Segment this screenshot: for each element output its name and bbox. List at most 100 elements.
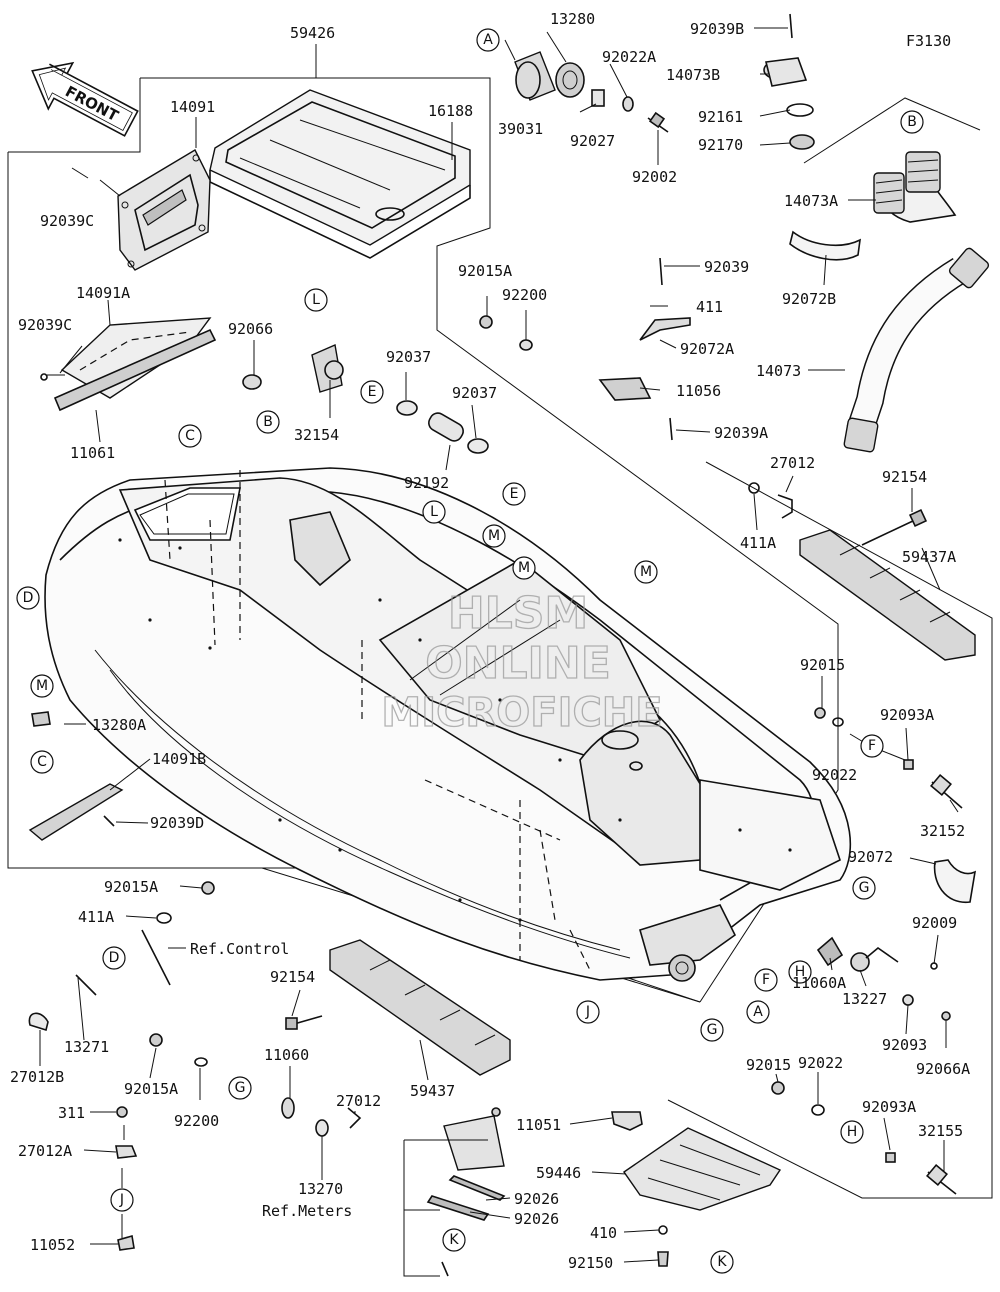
cover-and-seal bbox=[40, 317, 217, 412]
part-label: 92072A bbox=[680, 340, 734, 358]
part-label: 27012 bbox=[770, 454, 815, 472]
part-label: 16188 bbox=[428, 102, 473, 120]
part-label: 92015A bbox=[124, 1080, 178, 1098]
callout-j: J bbox=[585, 1004, 590, 1020]
part-label: 13270 bbox=[298, 1180, 343, 1198]
figure-code: F3130 bbox=[906, 32, 951, 50]
callout-m: M bbox=[640, 564, 652, 580]
part-label: 92200 bbox=[174, 1112, 219, 1130]
callout-a: A bbox=[753, 1004, 763, 1020]
part-label: 92093A bbox=[880, 706, 934, 724]
part-label: 92161 bbox=[698, 108, 743, 126]
callout-g: G bbox=[235, 1080, 246, 1096]
part-label: 92039B bbox=[690, 20, 744, 38]
part-label: 11060A bbox=[792, 974, 846, 992]
part-label: 27012 bbox=[336, 1092, 381, 1110]
callout-m: M bbox=[488, 528, 500, 544]
part-label: 92066A bbox=[916, 1060, 970, 1078]
callout-l: L bbox=[430, 504, 438, 520]
part-label: 59446 bbox=[536, 1164, 581, 1182]
part-label: 92039A bbox=[714, 424, 768, 442]
part-label: 13227 bbox=[842, 990, 887, 1008]
callout-l: L bbox=[312, 292, 320, 308]
part-label: 11051 bbox=[516, 1116, 561, 1134]
part-label: 92154 bbox=[270, 968, 315, 986]
part-label: 32152 bbox=[920, 822, 965, 840]
part-label: 92039 bbox=[704, 258, 749, 276]
part-label: 92192 bbox=[404, 474, 449, 492]
part-label: 92002 bbox=[632, 168, 677, 186]
part-label: 92093 bbox=[882, 1036, 927, 1054]
part-label: 92093A bbox=[862, 1098, 916, 1116]
part-label: 92015 bbox=[746, 1056, 791, 1074]
callout-b: B bbox=[263, 414, 273, 430]
callout-a: A bbox=[483, 32, 493, 48]
part-label: 14091A bbox=[76, 284, 130, 302]
part-label: 92015A bbox=[458, 262, 512, 280]
part-label: 14091 bbox=[170, 98, 215, 116]
callout-k: K bbox=[717, 1254, 727, 1270]
part-label: 92009 bbox=[912, 914, 957, 932]
watermark: HLSM ONLINE MICROFICHE bbox=[381, 587, 664, 736]
part-label: 59426 bbox=[290, 24, 335, 42]
ref-control-label: Ref.Control bbox=[190, 940, 289, 958]
part-label: 92039D bbox=[150, 814, 204, 832]
part-label: 92015A bbox=[104, 878, 158, 896]
part-label: 411 bbox=[696, 298, 723, 316]
part-label: 92022 bbox=[812, 766, 857, 784]
watermark-line: HLSM bbox=[448, 588, 588, 639]
part-label: 11052 bbox=[30, 1236, 75, 1254]
part-label: 59437 bbox=[410, 1082, 455, 1100]
ref-meters-label: Ref.Meters bbox=[262, 1202, 352, 1220]
part-label: 92150 bbox=[568, 1254, 613, 1272]
watermark-line: MICROFICHE bbox=[381, 690, 662, 736]
part-label: 92022 bbox=[798, 1054, 843, 1072]
callout-f: F bbox=[868, 738, 876, 754]
part-label: 39031 bbox=[498, 120, 543, 138]
part-label: 411A bbox=[740, 534, 776, 552]
part-label: 92066 bbox=[228, 320, 273, 338]
callout-h: H bbox=[795, 964, 806, 980]
callout-c: C bbox=[37, 754, 47, 770]
part-label: 27012A bbox=[18, 1142, 72, 1160]
part-label: 13271 bbox=[64, 1038, 109, 1056]
callout-k: K bbox=[449, 1232, 459, 1248]
callout-e: E bbox=[510, 486, 519, 502]
part-label: 11056 bbox=[676, 382, 721, 400]
callout-m: M bbox=[518, 560, 530, 576]
part-label: 13280 bbox=[550, 10, 595, 28]
part-label: 92039C bbox=[40, 212, 94, 230]
part-label: 92072 bbox=[848, 848, 893, 866]
hardware-parts bbox=[28, 13, 990, 1277]
part-label: 13280A bbox=[92, 716, 146, 734]
part-label: 311 bbox=[58, 1104, 85, 1122]
front-arrow: FRONT bbox=[31, 61, 139, 137]
leader-lines bbox=[39, 27, 981, 1277]
part-label: 32155 bbox=[918, 1122, 963, 1140]
part-label: 11060 bbox=[264, 1046, 309, 1064]
watermark-line: ONLINE bbox=[425, 638, 611, 689]
part-label: 92037 bbox=[452, 384, 497, 402]
part-label: 92072B bbox=[782, 290, 836, 308]
part-label: 32154 bbox=[294, 426, 339, 444]
part-label: 92026 bbox=[514, 1210, 559, 1228]
part-label: 14073A bbox=[784, 192, 838, 210]
part-label: 92027 bbox=[570, 132, 615, 150]
part-label: 92015 bbox=[800, 656, 845, 674]
part-label: 411A bbox=[78, 908, 114, 926]
part-label: 92037 bbox=[386, 348, 431, 366]
part-label: 92200 bbox=[502, 286, 547, 304]
callout-g: G bbox=[707, 1022, 718, 1038]
part-label: 11061 bbox=[70, 444, 115, 462]
callout-d: D bbox=[23, 590, 34, 606]
callout-j: J bbox=[119, 1192, 124, 1208]
part-labels: F3130 59426 14091 16188 92039C 14091A 92… bbox=[10, 10, 970, 1272]
part-label: 14073 bbox=[756, 362, 801, 380]
callout-m: M bbox=[36, 678, 48, 694]
part-label: 92154 bbox=[882, 468, 927, 486]
callout-g: G bbox=[859, 880, 870, 896]
part-label: 410 bbox=[590, 1224, 617, 1242]
part-label: 59437A bbox=[902, 548, 956, 566]
